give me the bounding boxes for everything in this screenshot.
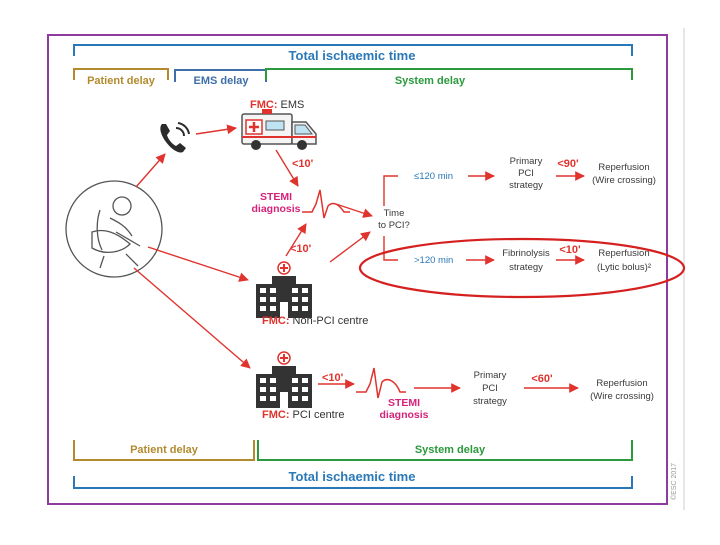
reperfusion-lytic-line1: Reperfusion [598, 248, 649, 259]
reperfusion-bottom-line2: (Wire crossing) [590, 391, 654, 402]
time-label-ems-dx: <10' [292, 158, 314, 170]
fibrinolysis-line2: strategy [509, 262, 543, 273]
stemi-bottom-line1: STEMI [388, 397, 420, 409]
stemi-bottom-line2: diagnosis [379, 409, 428, 421]
primary-bottom-line1: Primary [474, 370, 507, 381]
bottom-system-delay-label: System delay [415, 444, 486, 456]
reperfusion-lytic-line2: (Lytic bolus)² [597, 262, 651, 273]
primary-top-line1: Primary [510, 156, 543, 167]
top-total-time-bracket [73, 44, 633, 56]
reperfusion-top-line1: Reperfusion [598, 162, 649, 173]
branch-gt120: >120 min [414, 255, 453, 266]
bottom-total-time-bracket [73, 476, 633, 489]
primary-top-line2: PCI [518, 168, 534, 179]
bottom-patient-delay-label: Patient delay [130, 444, 199, 456]
time-label-pci-dx: <10' [322, 372, 344, 384]
branch-le120: ≤120 min [414, 171, 453, 182]
time-label-primary-top: <90' [557, 158, 579, 170]
top-patient-delay-label: Patient delay [87, 75, 156, 87]
top-ems-delay-label: EMS delay [193, 75, 249, 87]
stemi-top-line1: STEMI [260, 191, 292, 203]
ecg-icon [302, 189, 350, 219]
highlight-ellipse [358, 237, 686, 299]
fmc-pci-label: FMC: PCI centre [262, 409, 345, 421]
fmc-non-pci-label: FMC: Non-PCI centre [262, 315, 368, 327]
bottom-total-time-label: Total ischaemic time [289, 469, 416, 484]
reperfusion-bottom-line1: Reperfusion [596, 378, 647, 389]
flow-arrows [133, 124, 585, 393]
reperfusion-top-line2: (Wire crossing) [592, 175, 656, 186]
hospital-icon [256, 351, 312, 408]
patient-icon [65, 180, 163, 278]
copyright-label: ©ESC 2017 [670, 463, 678, 500]
primary-bottom-line3: strategy [473, 396, 507, 407]
top-total-time-label: Total ischaemic time [289, 48, 416, 63]
hospital-icon [256, 261, 312, 318]
primary-top-line3: strategy [509, 180, 543, 191]
stemi-top-line2: diagnosis [251, 203, 300, 215]
bottom-patient-delay-bracket [73, 440, 255, 461]
patient-delay-bracket [73, 68, 169, 80]
ambulance-icon [241, 109, 317, 150]
time-label-non-pci-dx: <10' [290, 243, 312, 255]
time-to-pci-line1: Time [384, 208, 405, 219]
outer-frame [47, 34, 668, 505]
ecg-icon [356, 367, 406, 399]
fibrinolysis-line1: Fibrinolysis [502, 248, 550, 259]
phone-icon [160, 122, 190, 153]
time-label-fibrinolysis: <10' [559, 244, 581, 256]
time-label-primary-bottom: <60' [531, 373, 553, 385]
bottom-system-delay-bracket [257, 440, 633, 461]
top-system-delay-bracket [265, 68, 633, 80]
fmc-ems-label: FMC: EMS [250, 99, 304, 111]
primary-bottom-line2: PCI [482, 383, 498, 394]
top-system-delay-label: System delay [395, 75, 466, 87]
time-to-pci-line2: to PCI? [378, 220, 410, 231]
